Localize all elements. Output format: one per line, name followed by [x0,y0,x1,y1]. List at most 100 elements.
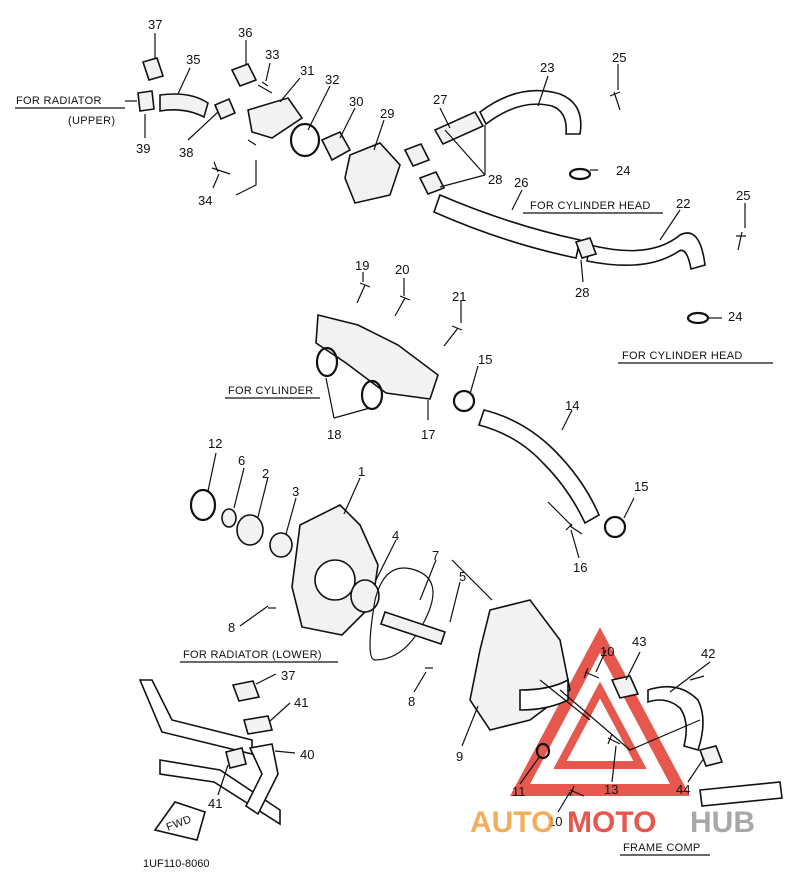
captions: FOR RADIATOR (UPPER) FOR CYLINDER HEAD F… [16,95,743,854]
oring-15-part [452,389,476,413]
watermark-auto: AUTO [470,806,554,839]
part-label-27: 27 [433,92,447,107]
hose-14-part [477,409,601,525]
part-label-18: 18 [327,427,341,442]
outlet-pipe-part [519,678,569,711]
clamp-28-part [403,142,431,168]
watermark-moto: MOTO [567,806,656,839]
clamp-38-part [213,97,237,121]
oring-24-part [568,167,592,181]
bolt-16-part [565,523,583,535]
part-label-24: 24 [728,309,742,324]
caption-radiator-lower: FOR RADIATOR (LOWER) [183,649,322,661]
bolt-34-part [211,161,231,175]
hose-42-part [647,685,704,751]
watermark-hub: HUB [690,806,755,839]
clamp-28-part [574,237,598,259]
part-label-29: 29 [380,106,394,121]
part-label-36: 36 [238,25,252,40]
gasket-7-part [369,567,434,661]
part-label-14: 14 [565,398,579,413]
seal-6-part [221,508,237,528]
caption-cylinder-head-2: FOR CYLINDER HEAD [622,350,743,362]
part-label-25: 25 [612,50,626,65]
part-label-34: 34 [198,193,212,208]
caption-frame-comp: FRAME COMP [623,842,701,854]
part-label-33: 33 [265,47,279,62]
radiator-pipe-part [159,759,281,826]
part-label-17: 17 [421,427,435,442]
part-label-10: 10 [600,644,614,659]
leader-lines [125,33,746,813]
cap-37-lower-part [231,680,261,702]
clamp-41-part [225,747,247,769]
part-label-31: 31 [300,63,314,78]
part-label-32: 32 [325,72,339,87]
part-label-38: 38 [179,145,193,160]
bolt-25-part [609,91,621,111]
clamp-41-part [242,715,274,735]
part-label-37: 37 [281,668,295,683]
part-label-15: 15 [478,352,492,367]
part-label-20: 20 [395,262,409,277]
part-label-21: 21 [452,289,466,304]
part-label-4: 4 [392,528,399,543]
part-label-28: 28 [575,285,589,300]
caption-underlines [15,107,773,856]
cap-37-part [141,57,165,81]
caption-cylinder-head-1: FOR CYLINDER HEAD [530,200,651,212]
part-label-43: 43 [632,634,646,649]
hose-22-part [586,232,706,271]
oring-15-part [603,515,627,539]
part-label-37: 37 [148,17,162,32]
part-label-13: 13 [604,782,618,797]
part-label-22: 22 [676,196,690,211]
part-label-8: 8 [408,694,415,709]
bolt-19-part [356,282,371,304]
frame-comp-part [699,781,783,807]
bolt-33-part [257,81,273,94]
part-label-15: 15 [634,479,648,494]
clamp-28-part [418,170,446,196]
clamp-44-part [698,745,724,767]
clamp-43-part [610,675,640,699]
part-label-30: 30 [349,94,363,109]
hose-35-part [159,93,209,119]
part-label-9: 9 [456,749,463,764]
radiator-pipe-part [138,679,253,756]
bolt-13-part [607,733,621,745]
joint-17-part [315,313,439,400]
part-labels: 37 36 33 35 31 32 30 29 27 23 25 24 28 2… [136,17,750,829]
part-label-41: 41 [208,796,222,811]
part-label-28: 28 [488,172,502,187]
seal-3-part [269,532,293,558]
thermostat-30-part [320,130,352,162]
part-label-39: 39 [136,141,150,156]
impeller-4-part [350,579,380,613]
bolt-25-part [736,231,746,251]
pump-assembly [189,488,783,807]
oring-18-part [360,379,384,411]
housing-29-part [344,142,401,204]
part-label-11: 11 [512,784,526,799]
part-label-23: 23 [540,60,554,75]
washer-11-part [535,742,551,760]
part-label-35: 35 [186,52,200,67]
oring-12-part [189,488,217,522]
oring-32-part [289,122,321,158]
clamp-36-part [230,62,258,88]
fwd-arrow: FWD [153,801,206,841]
bolt-10-part [569,785,585,797]
elbow-40-part [244,743,279,816]
bolt-20-part [394,295,411,317]
caption-radiator-upper-sub: (UPPER) [68,115,115,127]
bearing-2-part [236,514,264,546]
part-label-7: 7 [432,548,439,563]
fitting-39-part [137,90,155,112]
part-label-3: 3 [292,484,299,499]
part-label-44: 44 [676,782,690,797]
caption-cylinder: FOR CYLINDER [228,385,314,397]
part-label-24: 24 [616,163,630,178]
part-label-8: 8 [228,620,235,635]
part-label-26: 26 [514,175,528,190]
